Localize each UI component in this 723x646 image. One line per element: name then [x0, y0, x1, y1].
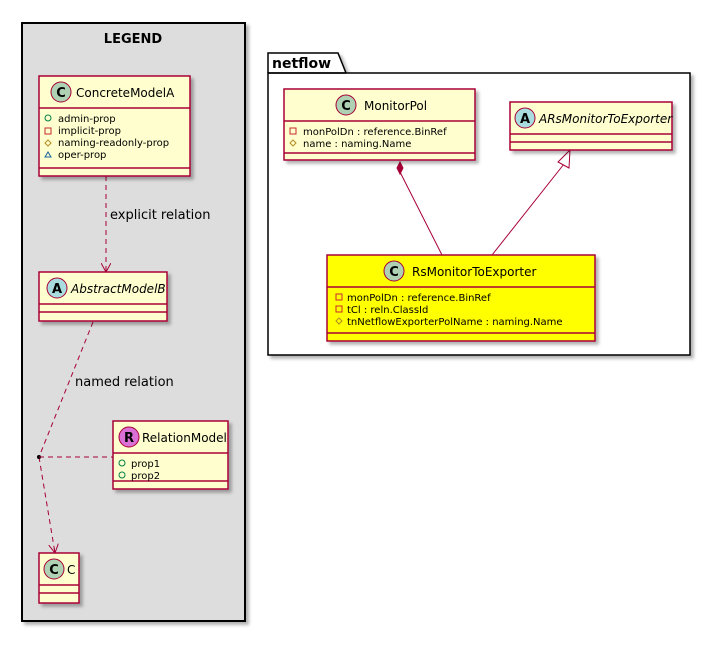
public-visibility-icon — [118, 459, 126, 467]
attr: tCl : reln.ClassId — [347, 305, 428, 316]
public-visibility-icon — [118, 471, 126, 479]
class-name: ConcreteModelA — [76, 86, 175, 100]
named-relation-line-lower — [38, 456, 55, 553]
class-badge-icon — [383, 260, 405, 282]
attr: admin-prop — [58, 114, 116, 125]
badge-letter: C — [56, 86, 66, 101]
class-name: MonitorPol — [364, 99, 427, 113]
protected-visibility-icon — [44, 139, 52, 147]
inheritance-line — [491, 163, 565, 256]
public-visibility-icon — [44, 114, 52, 122]
class-ars-monitor-to-exporter: A ARsMonitorToExporter — [509, 101, 673, 151]
class-badge-icon — [50, 81, 72, 103]
badge-letter: R — [124, 431, 134, 446]
class-c: C C — [38, 552, 80, 604]
composition-line — [399, 171, 443, 256]
protected-visibility-icon — [335, 317, 343, 325]
class-badge-icon — [335, 94, 357, 116]
named-relation-line-upper — [38, 321, 94, 458]
relation-badge-icon — [118, 426, 140, 448]
attr: tnNetflowExporterPolName : naming.Name — [347, 317, 563, 328]
inheritance-triangle — [557, 148, 571, 169]
class-monitor-pol: C MonitorPol monPolDn : reference.BinRef… — [283, 88, 476, 161]
class-name: C — [67, 563, 75, 577]
private-visibility-icon — [289, 127, 297, 135]
class-badge-icon — [43, 558, 65, 580]
badge-letter: C — [341, 99, 351, 114]
composition-diamond — [396, 160, 404, 176]
class-name: AbstractModelB — [70, 282, 166, 296]
badge-letter: C — [49, 563, 59, 578]
attr: name : naming.Name — [303, 139, 411, 150]
legend-title: LEGEND — [104, 32, 163, 47]
attr: naming-readonly-prop — [58, 138, 169, 149]
attr: implicit-prop — [58, 126, 121, 137]
class-rs-monitor-to-exporter: C RsMonitorToExporter monPolDn : referen… — [326, 254, 596, 342]
relations: explicit relation named relation — [37, 148, 571, 553]
named-relation-label: named relation — [75, 375, 174, 390]
badge-letter: C — [389, 265, 399, 280]
class-name: RsMonitorToExporter — [412, 265, 537, 279]
attr: prop2 — [131, 471, 160, 482]
class-relation-model: R RelationModel prop1 prop2 — [112, 420, 229, 490]
private-visibility-icon — [335, 293, 343, 301]
private-visibility-icon — [335, 305, 343, 313]
attr: oper-prop — [58, 150, 106, 161]
abstract-badge-icon — [514, 107, 536, 129]
explicit-relation-label: explicit relation — [110, 208, 210, 223]
badge-letter: A — [52, 282, 62, 297]
class-name: RelationModel — [142, 431, 227, 445]
protected-visibility-icon — [289, 139, 297, 147]
package-title: netflow — [272, 56, 331, 72]
private-visibility-icon — [44, 127, 52, 135]
class-abstract-model-b: A AbstractModelB — [38, 271, 168, 322]
attr: monPolDn : reference.BinRef — [347, 293, 491, 304]
badge-letter: A — [520, 112, 530, 127]
class-name: ARsMonitorToExporter — [538, 112, 673, 126]
package-visibility-icon — [44, 151, 52, 158]
attr: monPolDn : reference.BinRef — [303, 127, 447, 138]
attr: prop1 — [131, 459, 160, 470]
class-concrete-model-a: C ConcreteModelA admin-prop implicit-pro… — [38, 75, 191, 177]
abstract-badge-icon — [46, 277, 68, 299]
